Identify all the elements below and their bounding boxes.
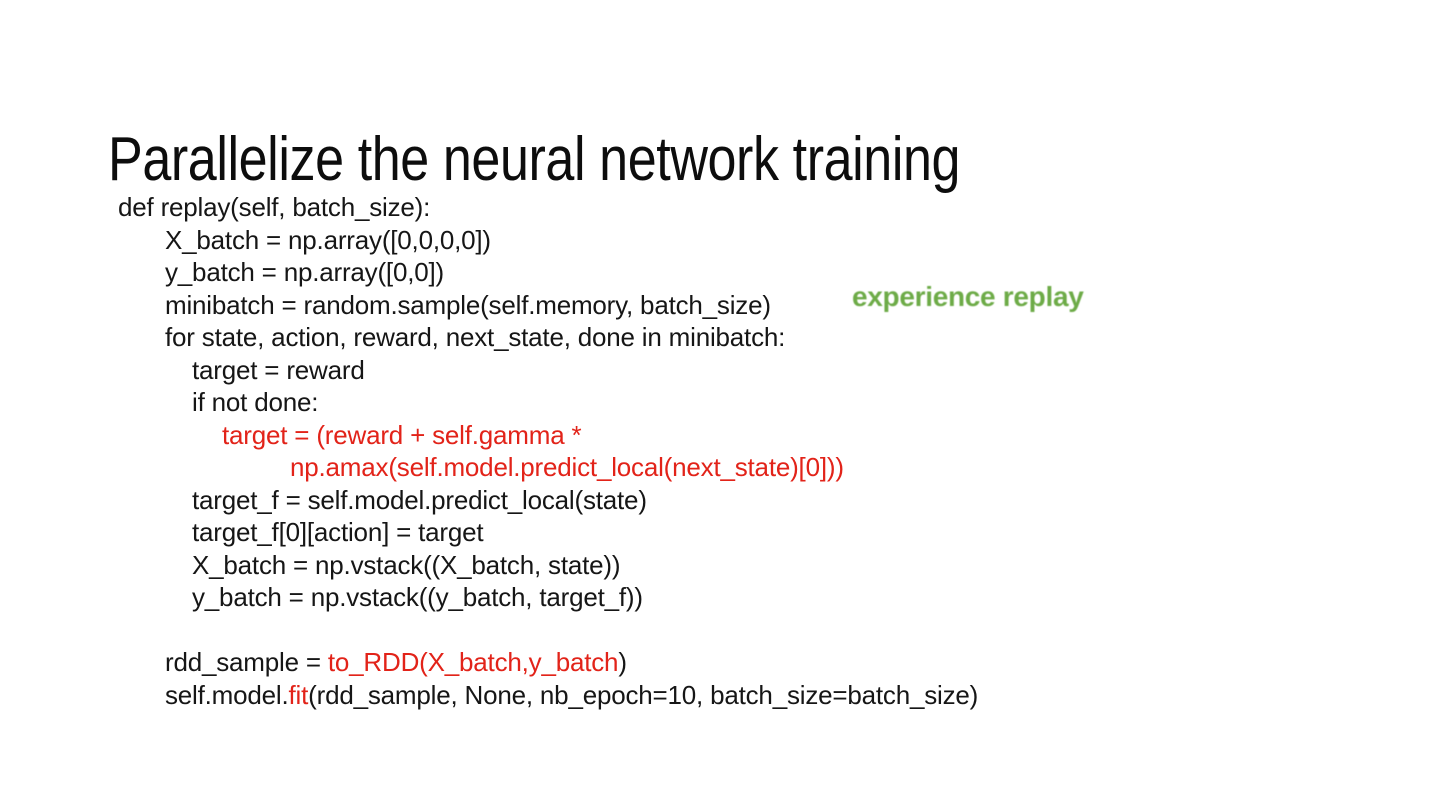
code-segment: target_f[0][action] = target <box>192 517 484 547</box>
code-segment-highlighted: fit <box>288 679 309 710</box>
code-segment: target = reward <box>192 354 365 385</box>
code-segment-highlighted: target = (reward + self.gamma * <box>222 419 582 450</box>
code-segment: X_batch = np.vstack((X_batch, state)) <box>192 549 621 580</box>
code-line: target = reward <box>118 354 978 387</box>
slide-title: Parallelize the neural network training <box>108 124 1122 195</box>
code-segment: X_batch = np.array([0,0,0,0]) <box>165 224 491 255</box>
code-line: np.amax(self.model.predict_local(next_st… <box>118 451 978 484</box>
code-segment-highlighted: np.amax(self.model.predict_local(next_st… <box>290 452 844 482</box>
code-block: def replay(self, batch_size):X_batch = n… <box>118 191 978 711</box>
code-segment-highlighted: to_RDD(X_batch,y_batch <box>327 647 619 677</box>
code-segment: target_f = self.model.predict_local(stat… <box>192 484 647 515</box>
code-line: X_batch = np.vstack((X_batch, state)) <box>118 549 978 582</box>
code-segment: def replay(self, batch_size): <box>118 192 431 222</box>
code-segment: self.model. <box>165 679 289 710</box>
code-segment: ) <box>618 647 627 677</box>
code-segment: for state, action, reward, next_state, d… <box>165 322 786 352</box>
code-segment: rdd_sample = <box>165 647 328 677</box>
code-segment: y_batch = np.vstack((y_batch, target_f)) <box>192 582 643 612</box>
code-line: def replay(self, batch_size): <box>118 191 978 224</box>
code-line <box>118 614 978 647</box>
code-line: target_f = self.model.predict_local(stat… <box>118 484 978 517</box>
code-line: self.model.fit(rdd_sample, None, nb_epoc… <box>118 679 978 712</box>
code-line: rdd_sample = to_RDD(X_batch,y_batch) <box>118 646 978 679</box>
code-segment: y_batch = np.array([0,0]) <box>165 257 444 287</box>
code-line: y_batch = np.vstack((y_batch, target_f)) <box>118 581 978 614</box>
code-line: for state, action, reward, next_state, d… <box>118 321 978 354</box>
slide-title-text: Parallelize the neural network training <box>108 124 961 194</box>
experience-replay-annotation: experience replay <box>852 281 1084 312</box>
code-line: minibatch = random.sample(self.memory, b… <box>118 289 978 322</box>
code-line: target_f[0][action] = target <box>118 516 978 549</box>
code-line: target = (reward + self.gamma * <box>118 419 978 452</box>
code-segment: if not done: <box>192 387 319 417</box>
code-segment: (rdd_sample, None, nb_epoch=10, batch_si… <box>308 679 979 710</box>
code-segment: minibatch = random.sample(self.memory, b… <box>165 289 771 320</box>
code-line: y_batch = np.array([0,0]) <box>118 256 978 289</box>
code-line: X_batch = np.array([0,0,0,0]) <box>118 224 978 257</box>
code-line: if not done: <box>118 386 978 419</box>
